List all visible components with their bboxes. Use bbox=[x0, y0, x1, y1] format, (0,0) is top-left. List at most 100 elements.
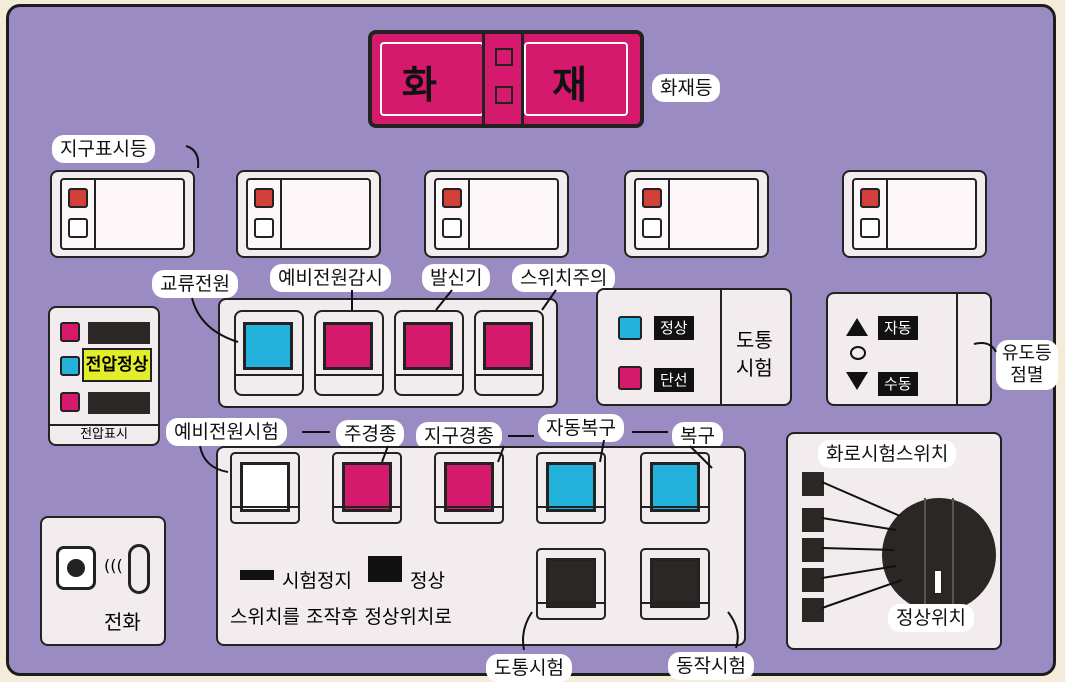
switch-caution-lamp bbox=[483, 322, 533, 370]
voltage-low-led bbox=[60, 392, 80, 412]
fire-lamp-indicator-bottom bbox=[495, 86, 513, 104]
zone-status-led bbox=[642, 218, 662, 238]
voltage-divider bbox=[50, 424, 158, 426]
knob-pointer bbox=[934, 570, 942, 594]
circuit-terminal-3 bbox=[802, 538, 824, 562]
backup-power-test-switch[interactable] bbox=[230, 452, 300, 524]
zone-fire-led bbox=[68, 188, 88, 208]
jack-hole bbox=[67, 559, 85, 577]
circuit-terminal-4 bbox=[802, 568, 824, 592]
circuit-switch-title: 화로시험스위치 bbox=[818, 440, 957, 468]
switch-face bbox=[650, 558, 700, 608]
conduction-title-2: 시험 bbox=[736, 356, 773, 380]
circuit-terminal-1 bbox=[802, 472, 824, 496]
conduction-test-module: 정상 단선 도통 시험 bbox=[596, 288, 792, 406]
zone-module-2 bbox=[236, 170, 381, 258]
fire-lamp: 화 재 bbox=[368, 30, 644, 128]
switch-base bbox=[436, 506, 502, 522]
conduction-test-button[interactable] bbox=[536, 548, 606, 620]
legend-instruction: 스위치를 조작후 정상위치로 bbox=[230, 606, 452, 628]
rotary-knob[interactable] bbox=[882, 498, 996, 612]
lamp-base bbox=[476, 374, 542, 376]
ac-power-lamp bbox=[243, 322, 293, 370]
switch-base bbox=[538, 602, 604, 618]
backup-power-test-label: 예비전원시험 bbox=[166, 418, 287, 446]
conduction-title-1: 도통 bbox=[736, 328, 773, 352]
guide-auto-label: 자동 bbox=[878, 316, 918, 340]
legend-normal-text: 정상 bbox=[410, 570, 445, 592]
fire-lamp-label: 화재등 bbox=[652, 74, 721, 102]
zone-status-led bbox=[68, 218, 88, 238]
circuit-switch-normal-label: 정상위치 bbox=[888, 604, 974, 632]
switch-face bbox=[444, 462, 494, 512]
zone-divider bbox=[280, 178, 282, 250]
guide-title-2: 점멸 bbox=[1010, 365, 1044, 386]
operation-test-button[interactable] bbox=[640, 548, 710, 620]
legend-stop-text: 시험정지 bbox=[282, 570, 352, 592]
guide-title-1: 유도등 bbox=[1002, 343, 1052, 364]
zone-fire-led bbox=[860, 188, 880, 208]
zone-module-5 bbox=[842, 170, 987, 258]
switch-face bbox=[240, 462, 290, 512]
zone-divider bbox=[886, 178, 888, 250]
guide-light-module: 자동 수동 bbox=[826, 292, 992, 406]
switch-down-symbol-icon bbox=[240, 570, 274, 580]
auto-reset-switch[interactable] bbox=[536, 452, 606, 524]
zone-fire-led bbox=[254, 188, 274, 208]
circuit-terminal-5 bbox=[802, 598, 824, 622]
zone-fire-led bbox=[442, 188, 462, 208]
switch-base bbox=[538, 506, 604, 522]
transmitter-lamp bbox=[403, 322, 453, 370]
switch-base bbox=[642, 602, 708, 618]
switch-base bbox=[232, 506, 298, 522]
conduction-normal-label: 정상 bbox=[654, 316, 694, 340]
switch-face bbox=[546, 462, 596, 512]
status-lamp-switch-caution bbox=[474, 310, 544, 396]
fire-lamp-indicator-top bbox=[495, 48, 513, 66]
handset-icon bbox=[128, 544, 150, 594]
switch-base bbox=[642, 506, 708, 522]
zone-fire-led bbox=[642, 188, 662, 208]
voltage-low-bar bbox=[88, 392, 150, 414]
switch-up-symbol-icon bbox=[368, 556, 402, 582]
main-bell-switch[interactable] bbox=[332, 452, 402, 524]
phone-module: ((( 전화 bbox=[40, 516, 166, 646]
guide-divider bbox=[956, 294, 958, 404]
zone-bell-switch[interactable] bbox=[434, 452, 504, 524]
zone-status-led bbox=[442, 218, 462, 238]
status-lamp-ac-power bbox=[234, 310, 304, 396]
zone-bell-label: 지구경종 bbox=[416, 422, 502, 450]
switch-base bbox=[334, 506, 400, 522]
main-bell-label: 주경종 bbox=[336, 420, 405, 448]
conduction-open-label: 단선 bbox=[654, 368, 694, 392]
voltage-high-led bbox=[60, 322, 80, 342]
auto-reset-label: 자동복구 bbox=[538, 414, 624, 442]
zone-module-1 bbox=[50, 170, 195, 258]
zone-screen bbox=[60, 178, 185, 250]
fire-lamp-inner-right bbox=[524, 42, 628, 116]
switch-face bbox=[342, 462, 392, 512]
voltage-indicator: 전압정상 전압표시 bbox=[48, 306, 160, 446]
lamp-base bbox=[396, 374, 462, 376]
phone-jack-icon[interactable] bbox=[56, 546, 96, 590]
guide-manual-label: 수동 bbox=[878, 372, 918, 396]
fire-lamp-right-text: 재 bbox=[552, 63, 587, 107]
zone-status-led bbox=[254, 218, 274, 238]
voltage-normal-led bbox=[60, 356, 80, 376]
knob-grip bbox=[924, 498, 954, 612]
lamp-base bbox=[236, 374, 302, 376]
zone-module-4 bbox=[624, 170, 769, 258]
guide-mode-knob-icon bbox=[850, 346, 866, 360]
transmitter-label: 발신기 bbox=[422, 264, 491, 292]
status-lamp-backup-power bbox=[314, 310, 384, 396]
conduction-test-label: 도통시험 bbox=[486, 654, 572, 682]
guide-light-label: 유도등 점멸 bbox=[996, 340, 1058, 390]
conduction-normal-led bbox=[618, 316, 642, 340]
ac-power-label: 교류전원 bbox=[152, 270, 238, 298]
reset-switch[interactable] bbox=[640, 452, 710, 524]
switch-caution-label: 스위치주의 bbox=[512, 264, 616, 292]
zone-divider bbox=[668, 178, 670, 250]
up-arrow-icon bbox=[846, 318, 868, 336]
conduction-open-led bbox=[618, 366, 642, 390]
fire-lamp-left-text: 화 bbox=[402, 63, 437, 107]
